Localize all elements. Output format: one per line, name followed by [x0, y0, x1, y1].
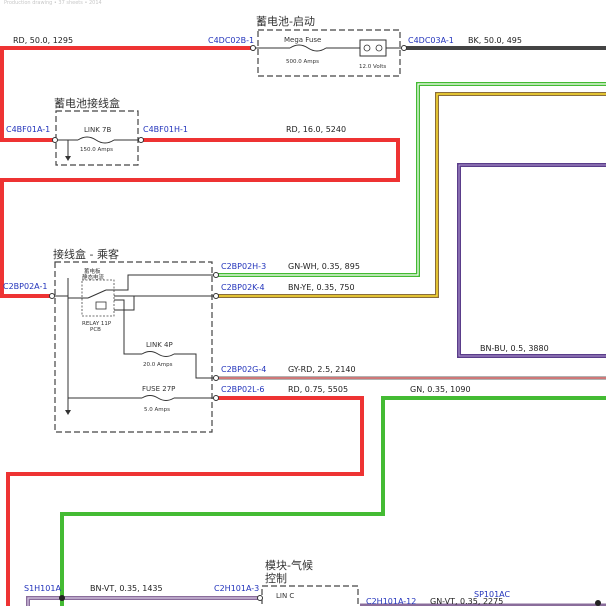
ground-arrow-icon-2 [65, 410, 71, 415]
label-c2bp02h: C2BP02H-3 [221, 262, 266, 271]
label-c4bf01a: C4BF01A-1 [6, 125, 50, 134]
label-c2bp02g: C2BP02G-4 [221, 365, 266, 374]
label-c2h101a3: C2H101A-3 [214, 584, 259, 593]
label-bn-bu: BN-BU, 0.5, 3880 [480, 344, 549, 353]
fuse-27p-icon [141, 395, 175, 401]
battery-voltage: 12.0 Volts [359, 64, 386, 70]
label-gn-035: GN, 0.35, 1090 [410, 385, 471, 394]
ground-arrow-icon [65, 156, 71, 161]
label-c4dc03a: C4DC03A-1 [408, 36, 454, 45]
mega-fuse-label: Mega Fuse [284, 36, 321, 44]
relay-sub: PCB [90, 327, 101, 333]
wire-rd-50-1295 [0, 46, 253, 142]
wire-gn-wh [216, 82, 606, 277]
box-battery-junction-title: 蓄电池接线盒 [54, 96, 120, 110]
connector-pin-c2h101a3 [257, 595, 263, 601]
label-bn-ye: BN-YE, 0.35, 750 [288, 283, 355, 292]
link-4p-icon [141, 351, 175, 357]
label-c2bp02a: C2BP02A-1 [3, 282, 47, 291]
label-bk-50-495: BK, 50.0, 495 [468, 36, 522, 45]
connector-pin-c2bp02a [49, 293, 55, 299]
link-7b-label: LINK 7B [84, 126, 111, 134]
label-rd-075: RD, 0.75, 5505 [288, 385, 348, 394]
relay-label-2: 静态电流 [82, 273, 105, 281]
relay-label-1: 蓄电板 [84, 267, 101, 275]
wire-gn-035-1090 [60, 396, 606, 606]
label-gn-wh: GN-WH, 0.35, 895 [288, 262, 360, 271]
relay-coil-icon [95, 301, 107, 310]
box-climate-title-2: 控制 [265, 571, 287, 585]
fuse-27p-rating: 5.0 Amps [144, 407, 170, 413]
wire-bn-vt [26, 596, 260, 606]
label-rd-50-1295: RD, 50.0, 1295 [13, 36, 73, 45]
connector-pin-c2bp02k [213, 293, 219, 299]
wire-bn-ye [216, 92, 606, 298]
fuse-27p-label: FUSE 27P [142, 385, 175, 393]
label-s1h101a: S1H101A [24, 584, 61, 593]
connector-pin-c4bf01a [52, 137, 58, 143]
connector-pin-c2bp02h [213, 272, 219, 278]
label-gy-rd: GY-RD, 2.5, 2140 [288, 365, 356, 374]
relay-name: RELAY 11P [82, 321, 112, 327]
connector-pin-c2bp02g [213, 375, 219, 381]
battery-icon [359, 39, 387, 57]
climate-inner-label: LIN C [276, 592, 294, 600]
connector-pin-c4bf01h [138, 137, 144, 143]
link-4p-rating: 20.0 Amps [143, 362, 173, 368]
wire-bn-bu [457, 163, 606, 358]
label-gn-vt: GN-VT, 0.35, 2275 [430, 597, 503, 606]
label-sp101ac: SP101AC [474, 590, 511, 599]
box-climate-title-1: 模块-气候 [265, 558, 313, 572]
box-junction-passenger-title: 接线盒 - 乘客 [53, 247, 119, 261]
box-battery-start-title: 蓄电池-启动 [256, 15, 315, 28]
splice-dot-sp101ac [595, 600, 601, 606]
box-junction-passenger: 接线盒 - 乘客 蓄电板 静态电流 RELAY 11P PCB LINK 4P … [52, 247, 216, 433]
wire-rd-075-5505 [6, 396, 364, 606]
label-c4bf01h: C4BF01H-1 [143, 125, 188, 134]
label-rd-16-5240: RD, 16.0, 5240 [286, 125, 346, 134]
label-c2h101a12: C2H101A-12 [366, 597, 416, 606]
connector-pin-c4dc02b [250, 45, 256, 51]
box-battery-start: 蓄电池-启动 Mega Fuse 500.0 Amps 12.0 Volts [253, 15, 404, 77]
link-7b-icon [77, 136, 115, 144]
link-4p-label: LINK 4P [146, 341, 173, 349]
mega-fuse-rating: 500.0 Amps [286, 59, 319, 65]
mega-fuse-icon [289, 44, 327, 52]
wire-rd-16-5240 [0, 138, 400, 298]
box-climate-module: 模块-气候 控制 LIN C [261, 558, 359, 606]
splice-dot-s1h101a [59, 595, 65, 601]
label-c2bp02l: C2BP02L-6 [221, 385, 264, 394]
label-bn-vt: BN-VT, 0.35, 1435 [90, 584, 163, 593]
sheet-header: Production drawing • 37 sheets • 2014 [4, 0, 102, 6]
connector-pin-c2bp02l [213, 395, 219, 401]
link-7b-rating: 150.0 Amps [80, 147, 113, 153]
box-battery-junction: 蓄电池接线盒 LINK 7B 150.0 Amps [54, 96, 141, 166]
label-c4dc02b: C4DC02B-1 [208, 36, 254, 45]
connector-pin-c4dc03a [401, 45, 407, 51]
label-c2bp02k: C2BP02K-4 [221, 283, 265, 292]
